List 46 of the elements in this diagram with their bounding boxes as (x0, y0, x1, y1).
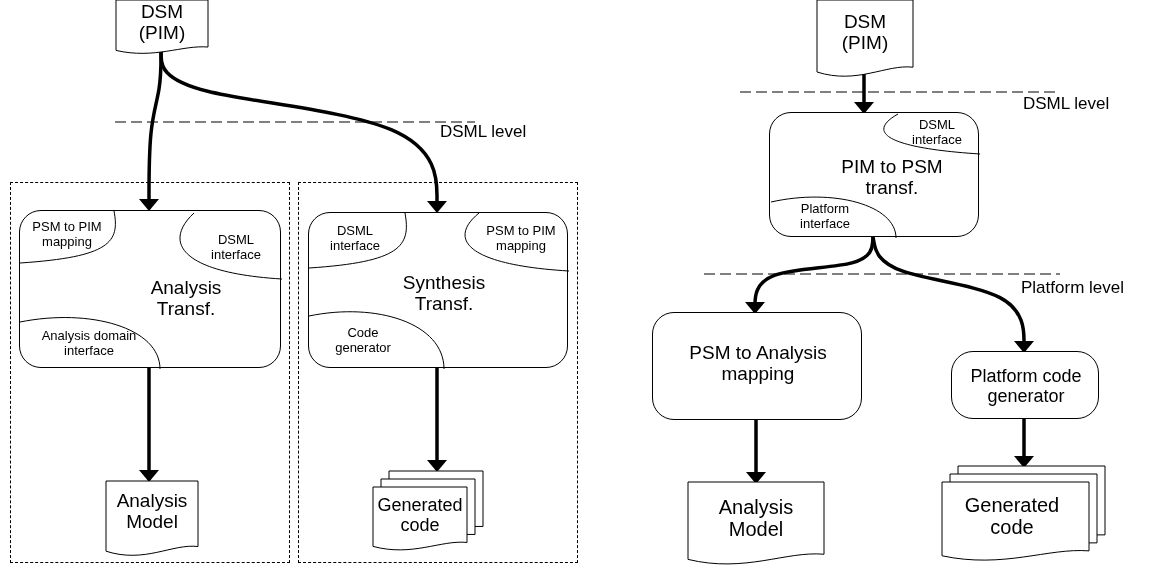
process-box (308, 212, 568, 368)
arrow (871, 236, 1034, 353)
interface-region (309, 213, 409, 268)
interface-region (20, 211, 118, 263)
arrow (1014, 419, 1034, 468)
node-label: Analysis Transf. (149, 276, 223, 320)
node-label: DSML interface (911, 118, 963, 148)
dashed-group-frame (298, 182, 578, 563)
node-label: PIM to PSM transf. (840, 155, 944, 199)
node-label: Analysis Model (717, 495, 795, 541)
node-label: Platform code generator (969, 365, 1083, 407)
node-label: DSM (PIM) (840, 10, 890, 54)
level-label: Platform level (1021, 278, 1124, 298)
arrow (745, 236, 875, 314)
process-box (951, 351, 1099, 419)
dashed-group-frame (10, 182, 290, 563)
interface-region (20, 314, 160, 369)
node-label: Generated code (376, 494, 464, 536)
level-label: DSML level (440, 122, 527, 142)
node-label: Synthesis Transf. (401, 271, 487, 315)
process-box (769, 112, 979, 237)
node-label: Generated code (963, 493, 1061, 539)
interface-region (309, 308, 444, 369)
node-label: PSM to PIM mapping (485, 224, 557, 254)
arrow (139, 367, 159, 482)
process-box (19, 210, 281, 368)
node-label: DSML interface (329, 224, 381, 254)
node-label: Platform interface (799, 202, 851, 232)
multi-document-shape (942, 466, 1107, 564)
interface-region (771, 194, 896, 238)
node-label: DSML interface (210, 233, 262, 263)
node-label: Code generator (334, 326, 392, 356)
arrow (746, 420, 766, 484)
document-shape (116, 0, 208, 56)
node-label: PSM to Analysis mapping (688, 341, 828, 385)
process-box (652, 312, 862, 420)
document-shape (817, 0, 913, 80)
arrow (427, 367, 447, 472)
document-shape (688, 482, 824, 568)
node-label: Analysis Model (115, 489, 189, 533)
multi-document-shape (373, 471, 485, 553)
document-shape (106, 481, 198, 559)
node-label: PSM to PIM mapping (31, 220, 103, 250)
node-label: DSM (PIM) (137, 0, 187, 44)
level-label: DSML level (1023, 94, 1110, 114)
node-label: Analysis domain interface (40, 329, 138, 359)
